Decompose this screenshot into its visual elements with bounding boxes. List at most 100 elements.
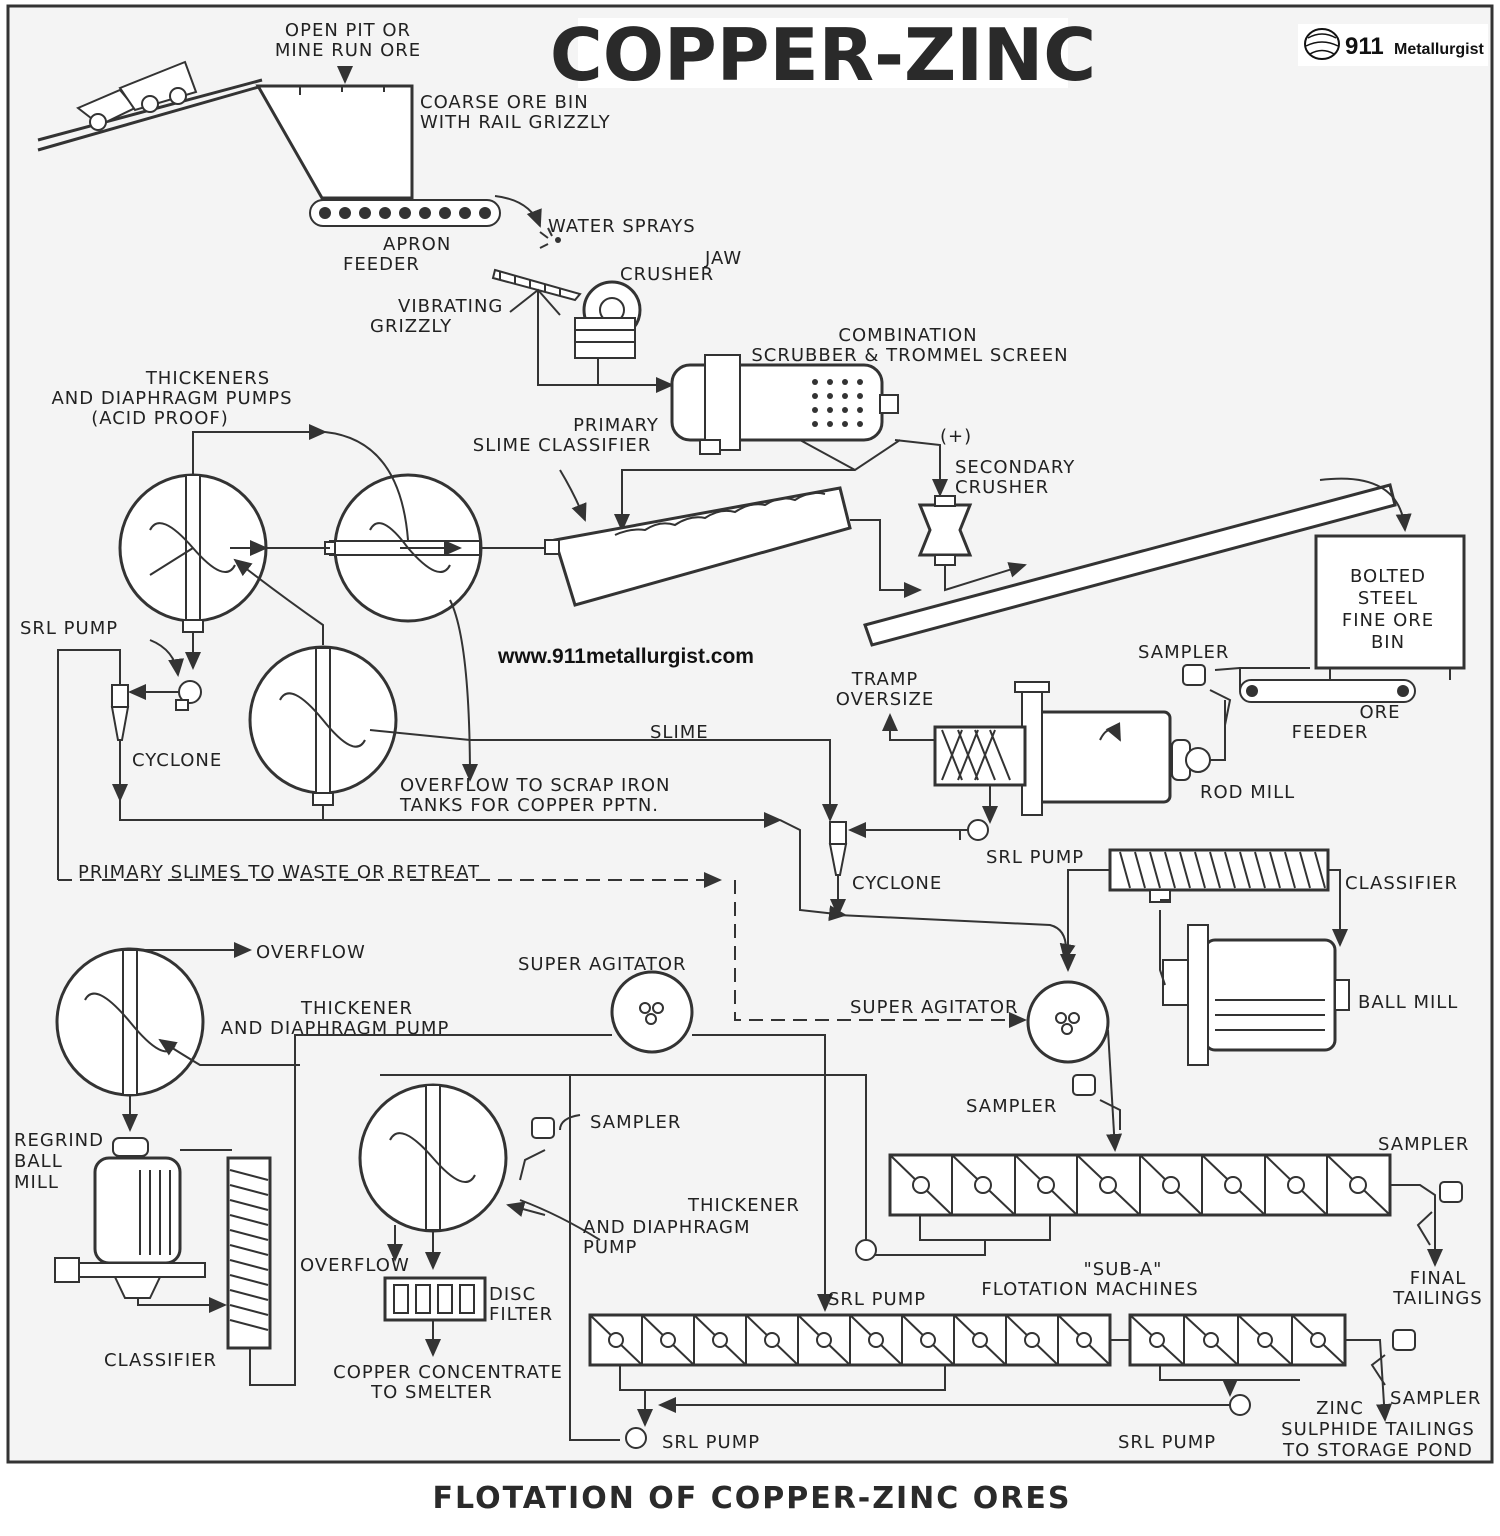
label-overflow-left: OVERFLOW xyxy=(256,942,366,963)
svg-text:"SUB-A"FLOTATION MACHINES: "SUB-A"FLOTATION MACHINES xyxy=(981,1259,1198,1300)
fine-ore-bin xyxy=(1314,534,1466,670)
label-sec-crusher-2: CRUSHER xyxy=(955,477,1049,498)
label-sampler-cu: SAMPLER xyxy=(590,1112,681,1133)
regrind-thickener xyxy=(55,947,205,1097)
label-ball-mill: BALL MILL xyxy=(1358,992,1458,1013)
label-sampler-top: SAMPLER xyxy=(1138,642,1229,663)
label-water-sprays: WATER SPRAYS xyxy=(548,216,696,237)
conveyor-belt xyxy=(863,483,1397,647)
label-ore-source-2: MINE RUN ORE xyxy=(275,40,421,61)
label-super-agitator-2: SUPER AGITATOR xyxy=(850,997,1019,1018)
acid-thickener-1 xyxy=(118,473,268,633)
label-scrubber-2: SCRUBBER & TROMMEL SCREEN xyxy=(751,345,1068,366)
label-thickener-left-2: AND DIAPHRAGM PUMP xyxy=(221,1018,450,1039)
label-bin-4: BIN xyxy=(1371,632,1405,653)
label-thickener-cu-1: THICKENER xyxy=(687,1195,800,1216)
label-thickener-left-1: THICKENER xyxy=(300,998,413,1019)
label-regrind-2: BALL xyxy=(14,1151,63,1172)
label-final-tailings-2: TAILINGS xyxy=(1392,1288,1482,1309)
sampler-bottom-icon xyxy=(1392,1329,1416,1351)
label-bin-2: STEEL xyxy=(1358,588,1418,609)
acid-thickener-3 xyxy=(248,645,398,806)
label-srl-pump-br: SRL PUMP xyxy=(1118,1432,1216,1453)
classifier-left xyxy=(226,1156,272,1350)
label-overflow-cu: OVERFLOW xyxy=(300,1255,410,1276)
disc-filter xyxy=(383,1276,487,1322)
label-tramp-1: TRAMP xyxy=(851,669,918,690)
sampler-top-icon xyxy=(1182,664,1206,686)
label-srl-pump-mid: SRL PUMP xyxy=(986,847,1084,868)
label-sub-a-1: "SUB-A" xyxy=(1084,1259,1163,1280)
label-ore-feeder-1: ORE xyxy=(1359,702,1400,723)
label-final-tailings-1: FINAL xyxy=(1410,1268,1466,1289)
label-bin-3: FINE ORE xyxy=(1342,610,1434,631)
label-classifier-left: CLASSIFIER xyxy=(104,1350,217,1371)
primary-slime-classifier xyxy=(544,486,852,607)
copper-flotation-cells xyxy=(588,1313,1112,1367)
rod-mill xyxy=(933,681,1211,816)
cyclone-mid-icon xyxy=(828,821,848,876)
srl-pump-flot-icon xyxy=(855,1239,877,1261)
super-agitator-2 xyxy=(1026,980,1110,1064)
label-regrind-1: REGRIND xyxy=(14,1130,104,1151)
label-sampler-mid: SAMPLER xyxy=(966,1096,1057,1117)
label-thickeners-1: THICKENERS xyxy=(145,368,270,389)
brand-name: Metallurgist xyxy=(1394,41,1484,58)
copper-thickener xyxy=(358,1083,508,1233)
label-zinc-tailings-2: SULPHIDE TAILINGS xyxy=(1281,1419,1475,1440)
jaw-crusher xyxy=(574,280,642,359)
srl-pump-br-icon xyxy=(1229,1394,1251,1416)
label-plus: (+) xyxy=(940,426,972,447)
label-disc-filter-2: FILTER xyxy=(489,1304,553,1325)
label-grizzly-2: GRIZZLY xyxy=(370,316,452,337)
label-ore-source-1: OPEN PIT OR xyxy=(285,20,411,41)
label-zinc-tailings-1: ZINC xyxy=(1316,1398,1364,1419)
label-classifier-2: SLIME CLASSIFIER xyxy=(473,435,651,456)
label-srl-pump-top: SRL PUMP xyxy=(20,618,118,639)
website-url: www.911metallurgist.com xyxy=(497,645,754,668)
label-super-agitator-1: SUPER AGITATOR xyxy=(518,954,687,975)
apron-feeder xyxy=(309,199,501,227)
sampler-cu-icon xyxy=(531,1117,555,1139)
label-thickeners-2: AND DIAPHRAGM PUMPS xyxy=(51,388,292,409)
label-sampler-bottom: SAMPLER xyxy=(1390,1388,1481,1409)
label-thickeners-3: (ACID PROOF) xyxy=(91,408,229,429)
regrind-ball-mill xyxy=(54,1137,206,1299)
label-sampler-right: SAMPLER xyxy=(1378,1134,1469,1155)
label-overflow-scrap-1: OVERFLOW TO SCRAP IRON xyxy=(400,775,670,796)
label-cyclone-mid: CYCLONE xyxy=(852,873,942,894)
label-sub-a-2: FLOTATION MACHINES xyxy=(981,1279,1198,1300)
label-thickener-cu-3: PUMP xyxy=(583,1237,637,1258)
label-copper-conc-2: TO SMELTER xyxy=(370,1382,493,1403)
label-coarse-bin-1: COARSE ORE BIN xyxy=(420,92,589,113)
label-srl-pump-flot: SRL PUMP xyxy=(828,1289,926,1310)
zinc-rougher-cells xyxy=(1128,1313,1347,1367)
sampler-mid-icon xyxy=(1072,1074,1096,1096)
label-scrubber-1: COMBINATION xyxy=(838,325,977,346)
label-apron-2: FEEDER xyxy=(343,254,420,275)
label-copper-conc-1: COPPER CONCENTRATE xyxy=(333,1362,563,1383)
coarse-ore-bin xyxy=(255,84,414,200)
label-disc-filter-1: DISC xyxy=(489,1284,536,1305)
cyclone-left-icon xyxy=(110,684,130,741)
water-spray-icon xyxy=(539,227,561,249)
label-coarse-bin-2: WITH RAIL GRIZZLY xyxy=(420,112,611,133)
label-tramp-2: OVERSIZE xyxy=(836,689,934,710)
sampler-right-icon xyxy=(1439,1181,1463,1203)
